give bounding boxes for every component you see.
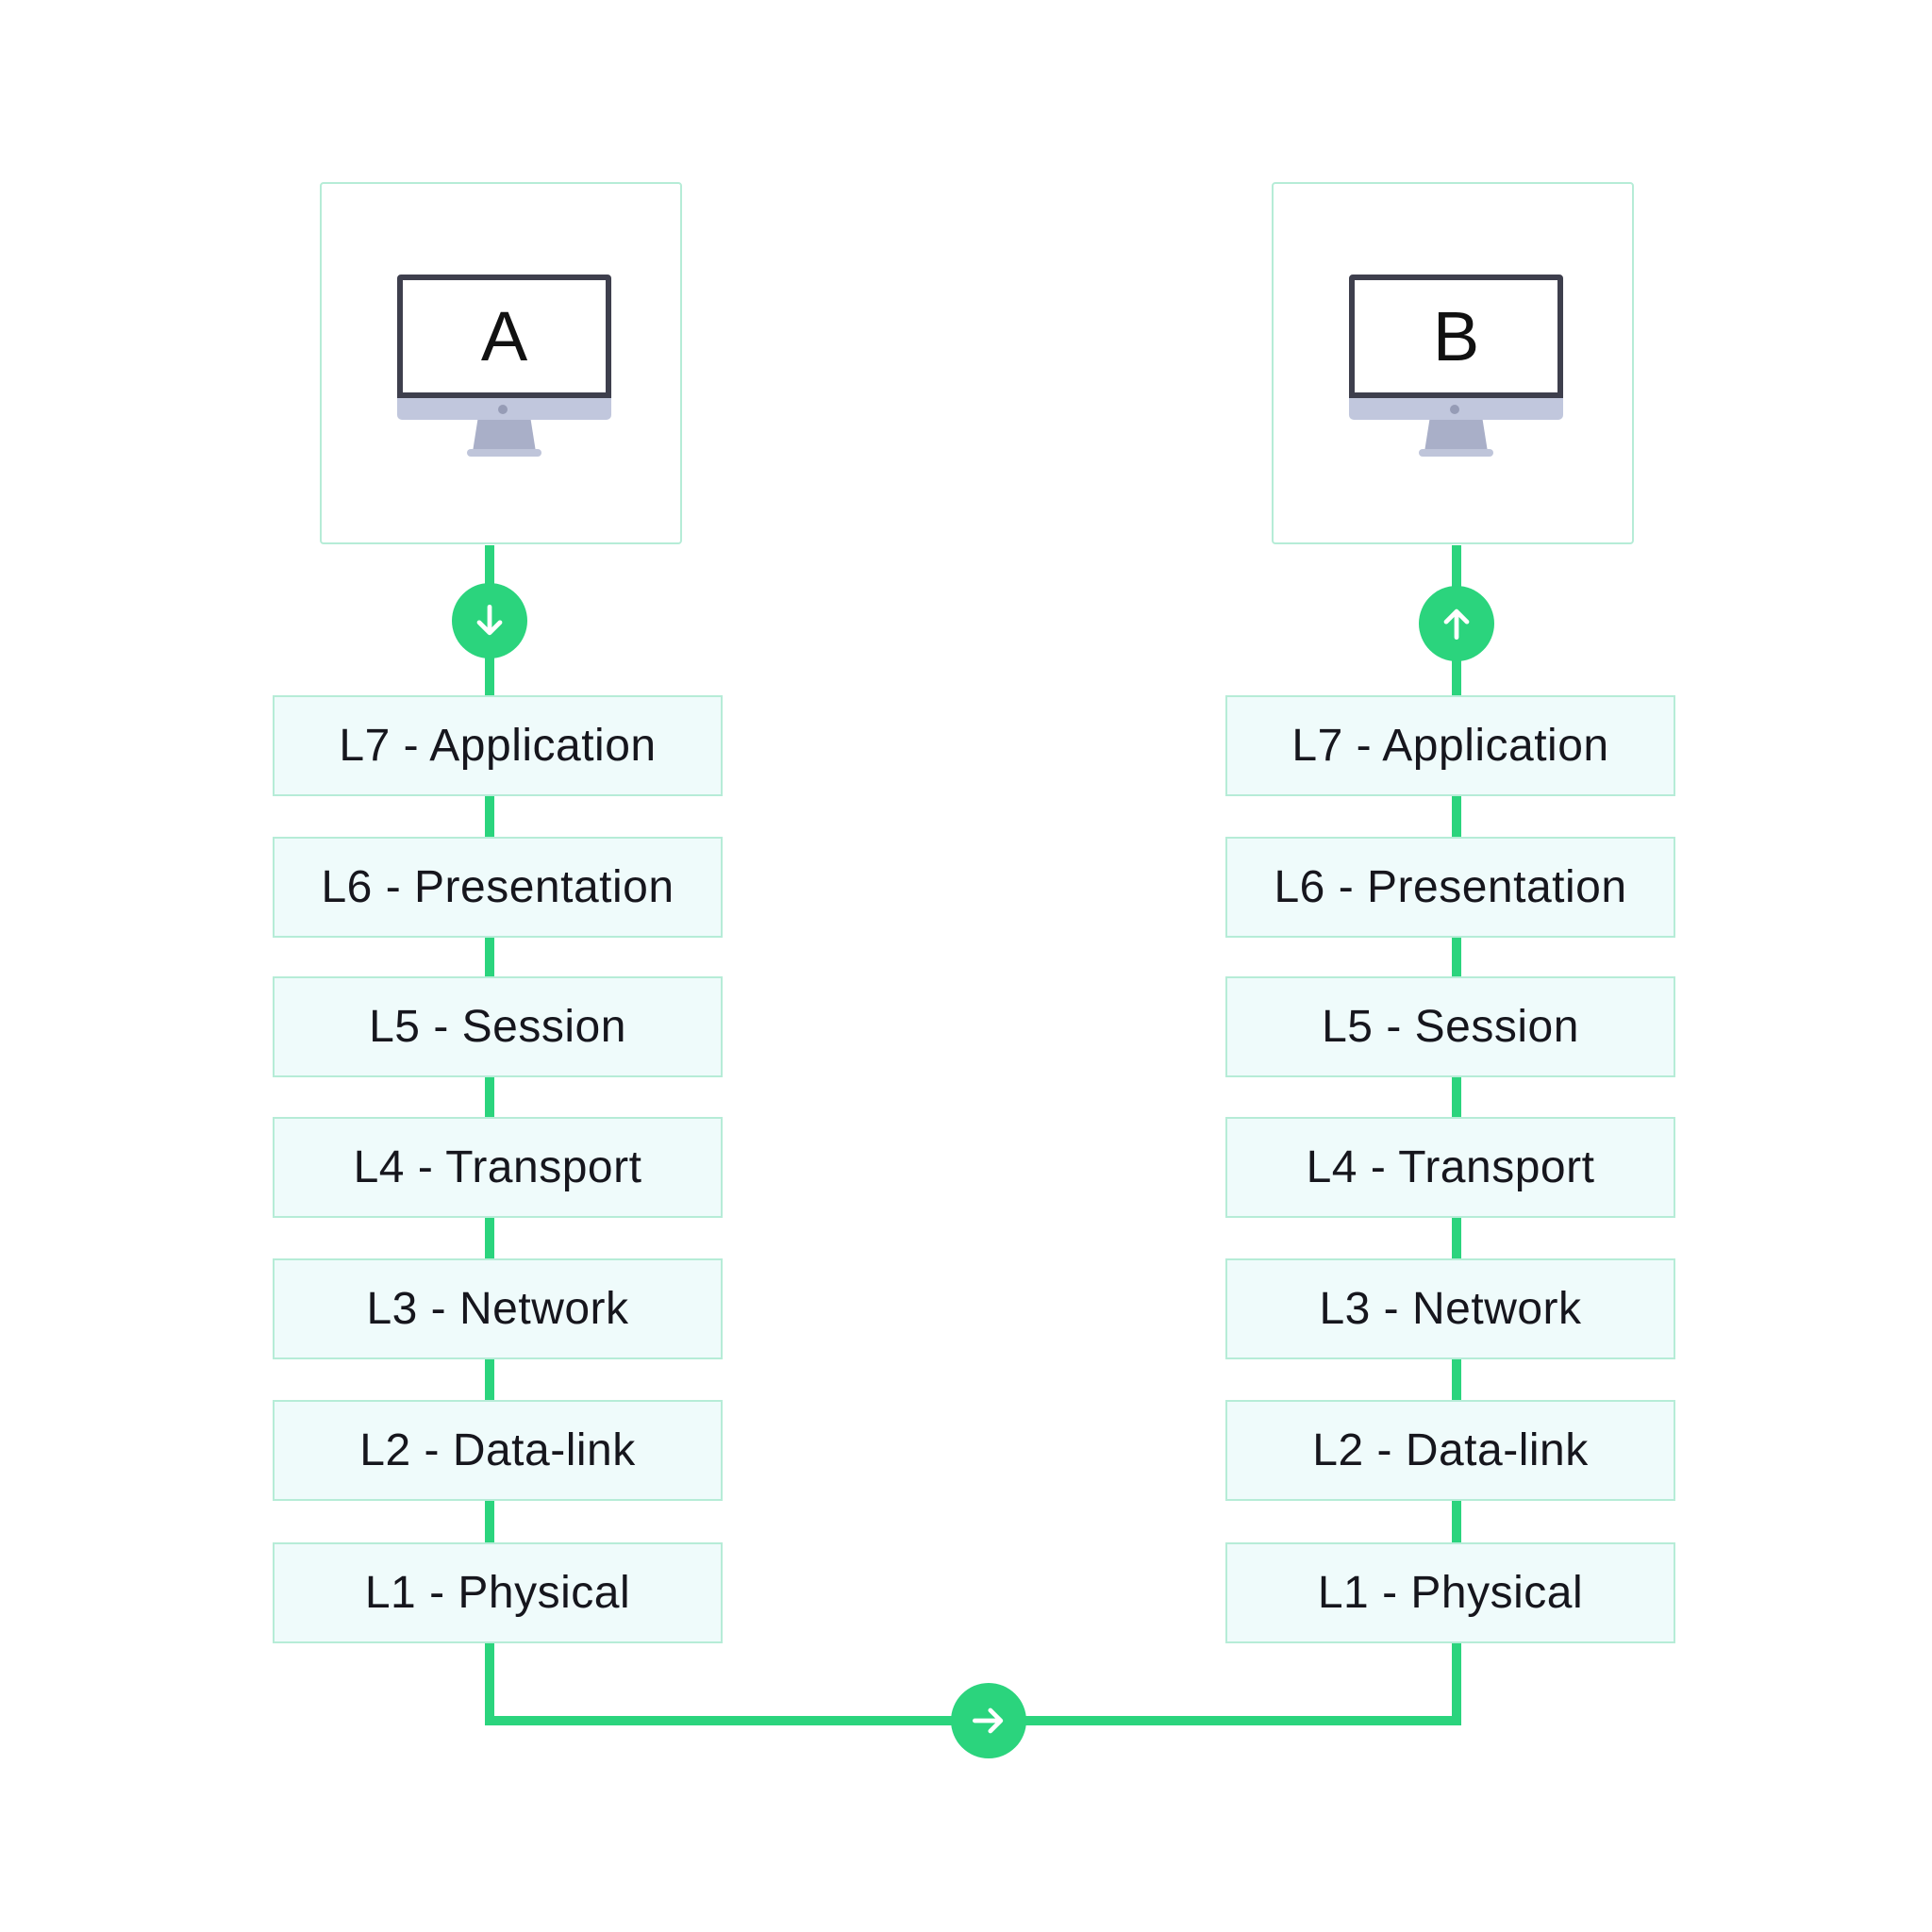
- host-b-card: B: [1272, 182, 1634, 544]
- host-a-label: A: [480, 296, 528, 375]
- host-a-layer-l3: L3 - Network: [273, 1258, 723, 1359]
- power-dot: [1450, 405, 1459, 414]
- arrow-down-icon: [452, 583, 527, 658]
- host-b-layer-l2: L2 - Data-link: [1225, 1400, 1675, 1501]
- host-b-layer-l6: L6 - Presentation: [1225, 837, 1675, 938]
- monitor-chin: [1349, 398, 1563, 420]
- arrow-up-icon: [1419, 586, 1494, 661]
- host-a-card: A: [320, 182, 682, 544]
- monitor-screen: A: [397, 275, 611, 398]
- monitor-neck: [473, 420, 536, 452]
- monitor-chin: [397, 398, 611, 420]
- desktop-monitor-icon: B: [1349, 275, 1563, 458]
- arrow-right-icon: [951, 1683, 1026, 1758]
- host-a-layer-l7: L7 - Application: [273, 695, 723, 796]
- host-a-layer-l5: L5 - Session: [273, 976, 723, 1077]
- desktop-monitor-icon: A: [397, 275, 611, 458]
- monitor-base: [1419, 449, 1493, 457]
- monitor-screen: B: [1349, 275, 1563, 398]
- host-b-layer-l1: L1 - Physical: [1225, 1542, 1675, 1643]
- host-b-layer-l4: L4 - Transport: [1225, 1117, 1675, 1218]
- host-a-layer-l2: L2 - Data-link: [273, 1400, 723, 1501]
- power-dot: [498, 405, 508, 414]
- host-a-layer-l6: L6 - Presentation: [273, 837, 723, 938]
- monitor-neck: [1424, 420, 1488, 452]
- monitor-base: [467, 449, 541, 457]
- host-b-label: B: [1432, 296, 1480, 375]
- host-b-layer-l5: L5 - Session: [1225, 976, 1675, 1077]
- host-a-layer-l4: L4 - Transport: [273, 1117, 723, 1218]
- host-b-layer-l3: L3 - Network: [1225, 1258, 1675, 1359]
- host-b-layer-l7: L7 - Application: [1225, 695, 1675, 796]
- host-a-layer-l1: L1 - Physical: [273, 1542, 723, 1643]
